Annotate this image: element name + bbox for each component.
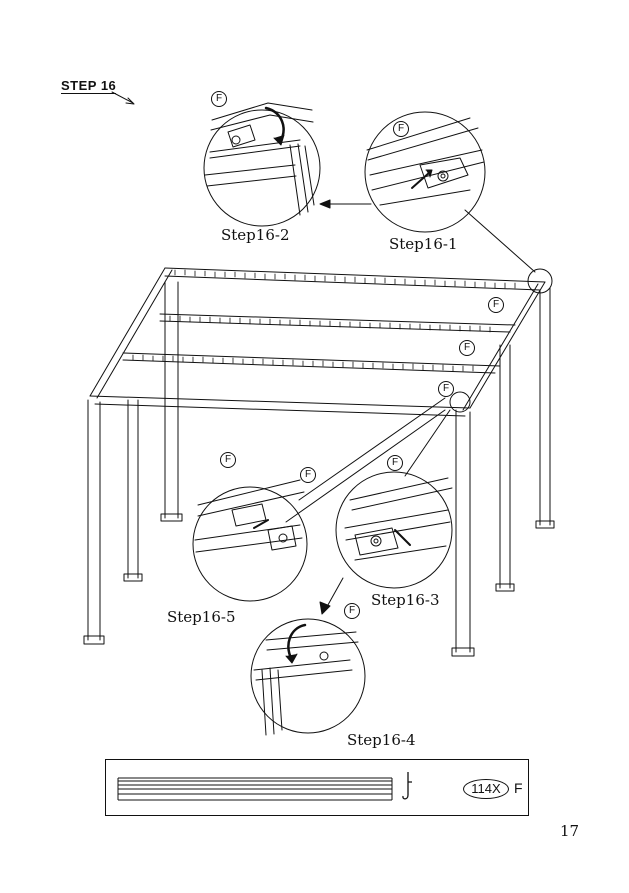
part-f-marker: F — [459, 340, 475, 356]
caption-step16-3: Step16-3 — [371, 591, 440, 609]
part-f-profile — [117, 772, 412, 801]
part-f-marker: F — [344, 603, 360, 619]
detail-circle-step3 — [335, 471, 453, 589]
caption-step16-5: Step16-5 — [167, 608, 236, 626]
part-f-marker: F — [220, 452, 236, 468]
parts-box — [105, 759, 529, 816]
detail-circle-step2 — [203, 109, 321, 227]
part-f-marker: F — [438, 381, 454, 397]
caption-step16-4: Step16-4 — [347, 731, 416, 749]
step-title: STEP 16 — [61, 78, 117, 94]
caption-step16-2: Step16-2 — [221, 226, 290, 244]
detail-circle-step5 — [192, 486, 308, 602]
page-number: 17 — [560, 822, 580, 840]
part-f-marker: F — [387, 455, 403, 471]
caption-step16-1: Step16-1 — [389, 235, 458, 253]
part-f-marker: F — [211, 91, 227, 107]
part-f-marker: F — [300, 467, 316, 483]
part-f-marker: F — [393, 121, 409, 137]
part-f-marker: F — [488, 297, 504, 313]
part-quantity: 114X — [463, 779, 509, 799]
part-letter: F — [514, 780, 523, 796]
detail-circle-step4 — [250, 618, 366, 734]
detail-circle-step1 — [364, 111, 486, 233]
